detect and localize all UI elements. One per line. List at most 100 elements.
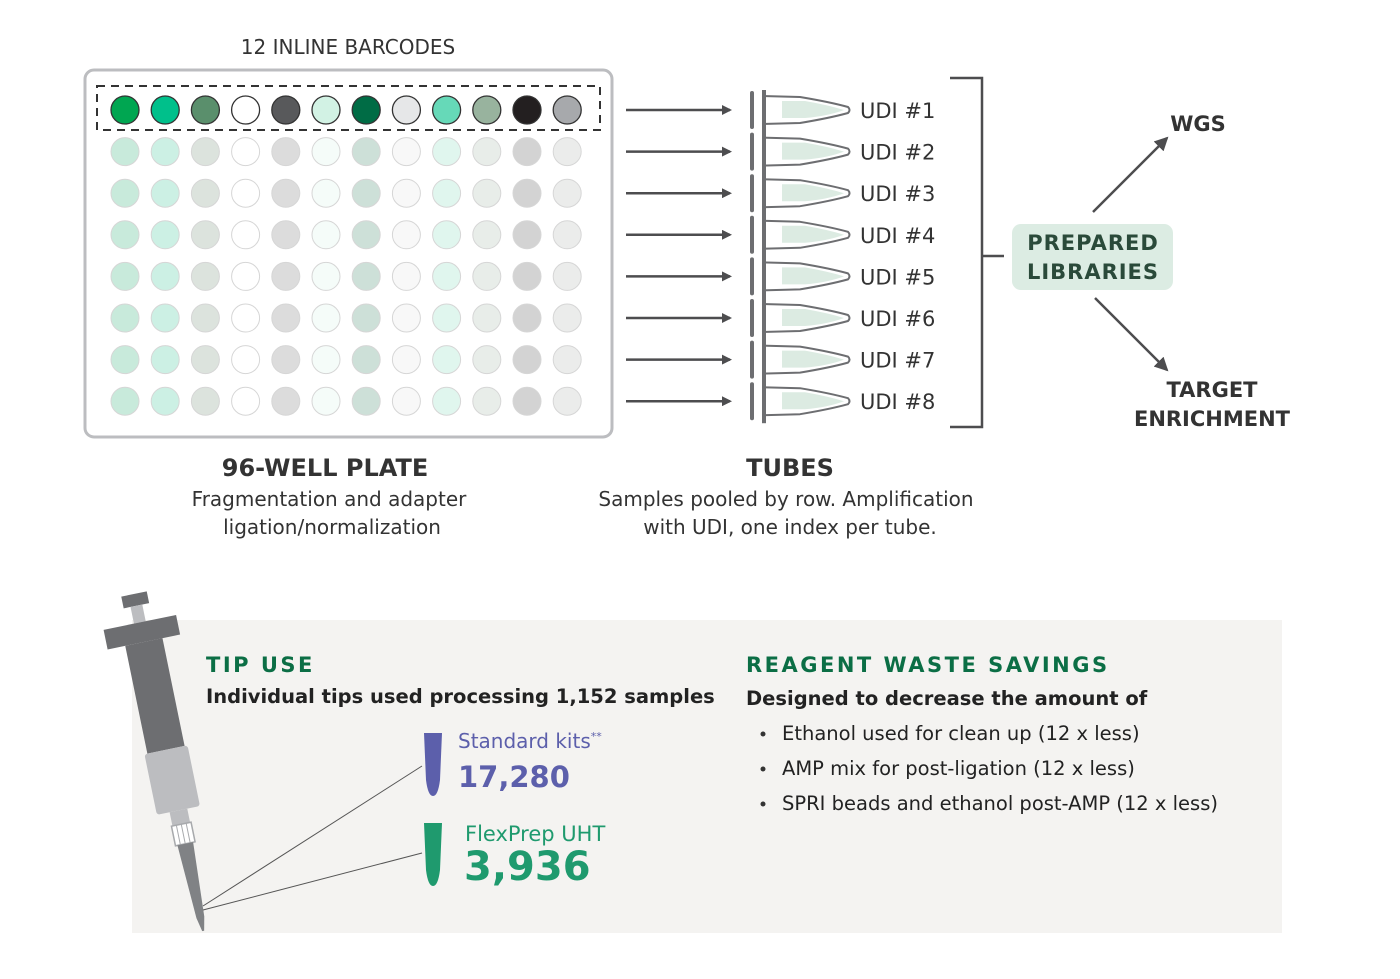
- well: [512, 303, 542, 333]
- tube-icon: [750, 214, 851, 257]
- well: [190, 220, 220, 250]
- well: [190, 178, 220, 208]
- well: [150, 137, 180, 167]
- well: [472, 137, 502, 167]
- well: [432, 220, 462, 250]
- well: [231, 220, 261, 250]
- well: [391, 303, 421, 333]
- well: [391, 137, 421, 167]
- flexprep-label: FlexPrep UHT: [465, 822, 605, 846]
- barcode-well: [311, 95, 341, 125]
- tip-use-heading: TIP USE: [206, 653, 315, 677]
- well: [311, 345, 341, 375]
- udi-label: UDI #1: [860, 99, 935, 123]
- barcode-well: [271, 95, 301, 125]
- target-line-1: TARGET: [1166, 378, 1258, 402]
- reagent-subtitle: Designed to decrease the amount of: [746, 687, 1148, 710]
- barcode-well: [552, 95, 582, 125]
- well: [110, 220, 140, 250]
- well: [432, 303, 462, 333]
- well: [190, 345, 220, 375]
- well: [351, 303, 381, 333]
- well: [231, 345, 261, 375]
- well: [311, 178, 341, 208]
- udi-label: UDI #2: [860, 141, 935, 165]
- reagent-heading: REAGENT WASTE SAVINGS: [746, 653, 1110, 677]
- well: [110, 178, 140, 208]
- well: [110, 137, 140, 167]
- barcode-well: [230, 95, 261, 125]
- bullet-icon: [760, 801, 766, 807]
- well: [190, 261, 220, 291]
- libraries-line-2: LIBRARIES: [1027, 260, 1159, 284]
- well: [351, 137, 381, 167]
- well: [432, 386, 462, 416]
- standard-kits-value: 17,280: [458, 760, 570, 794]
- well: [271, 386, 301, 416]
- well: [351, 261, 381, 291]
- tubes-desc-2: with UDI, one index per tube.: [643, 515, 937, 539]
- tube-icon: [750, 173, 851, 216]
- well: [512, 386, 542, 416]
- reagent-bullet: Ethanol used for clean up (12 x less): [782, 722, 1140, 745]
- well: [231, 303, 261, 333]
- well: [150, 178, 180, 208]
- well: [472, 345, 502, 375]
- well: [512, 261, 542, 291]
- plate-desc-1: Fragmentation and adapter: [192, 487, 467, 511]
- well: [150, 345, 180, 375]
- well: [552, 137, 582, 167]
- bullet-icon: [760, 731, 766, 737]
- reagent-bullets: Ethanol used for clean up (12 x less) AM…: [760, 722, 1218, 815]
- well: [231, 178, 261, 208]
- udi-label: UDI #4: [860, 224, 935, 248]
- well: [351, 220, 381, 250]
- libraries-line-1: PREPARED: [1027, 231, 1159, 255]
- well: [231, 386, 261, 416]
- well: [552, 220, 582, 250]
- wgs-label: WGS: [1170, 112, 1226, 136]
- well: [432, 137, 462, 167]
- well: [432, 261, 462, 291]
- flexprep-tip-icon: [424, 823, 442, 886]
- well: [512, 345, 542, 375]
- barcode-well: [472, 95, 502, 125]
- target-line-2: ENRICHMENT: [1134, 407, 1291, 431]
- udi-label: UDI #6: [860, 307, 935, 331]
- reagent-bullet: AMP mix for post-ligation (12 x less): [782, 757, 1135, 780]
- well: [472, 220, 502, 250]
- plate-title: 96-WELL PLATE: [222, 454, 428, 482]
- well: [311, 303, 341, 333]
- udi-label: UDI #7: [860, 349, 935, 373]
- tubes-title: TUBES: [746, 454, 834, 482]
- wells-grid: [110, 95, 582, 416]
- tip-use-subtitle: Individual tips used processing 1,152 sa…: [206, 685, 715, 708]
- stats-panel: [132, 620, 1282, 933]
- well: [391, 178, 421, 208]
- well: [110, 303, 140, 333]
- well: [512, 220, 542, 250]
- well: [391, 386, 421, 416]
- well: [271, 345, 301, 375]
- well: [552, 261, 582, 291]
- well: [190, 137, 220, 167]
- well: [150, 303, 180, 333]
- barcode-well: [391, 95, 422, 125]
- standard-kits-label: Standard kits**: [458, 729, 602, 753]
- well: [472, 178, 502, 208]
- udi-label: UDI #8: [860, 390, 935, 414]
- arrow-to-target: [1094, 297, 1169, 372]
- well: [311, 220, 341, 250]
- well: [271, 261, 301, 291]
- barcode-row-highlight: [96, 85, 601, 131]
- standard-tip-icon: [424, 733, 442, 796]
- well: [512, 178, 542, 208]
- well-plate: [83, 68, 614, 439]
- barcode-well: [351, 95, 381, 125]
- barcode-well: [190, 95, 221, 125]
- tube-icon: [750, 256, 851, 299]
- well: [472, 303, 502, 333]
- well: [311, 137, 341, 167]
- well: [512, 137, 542, 167]
